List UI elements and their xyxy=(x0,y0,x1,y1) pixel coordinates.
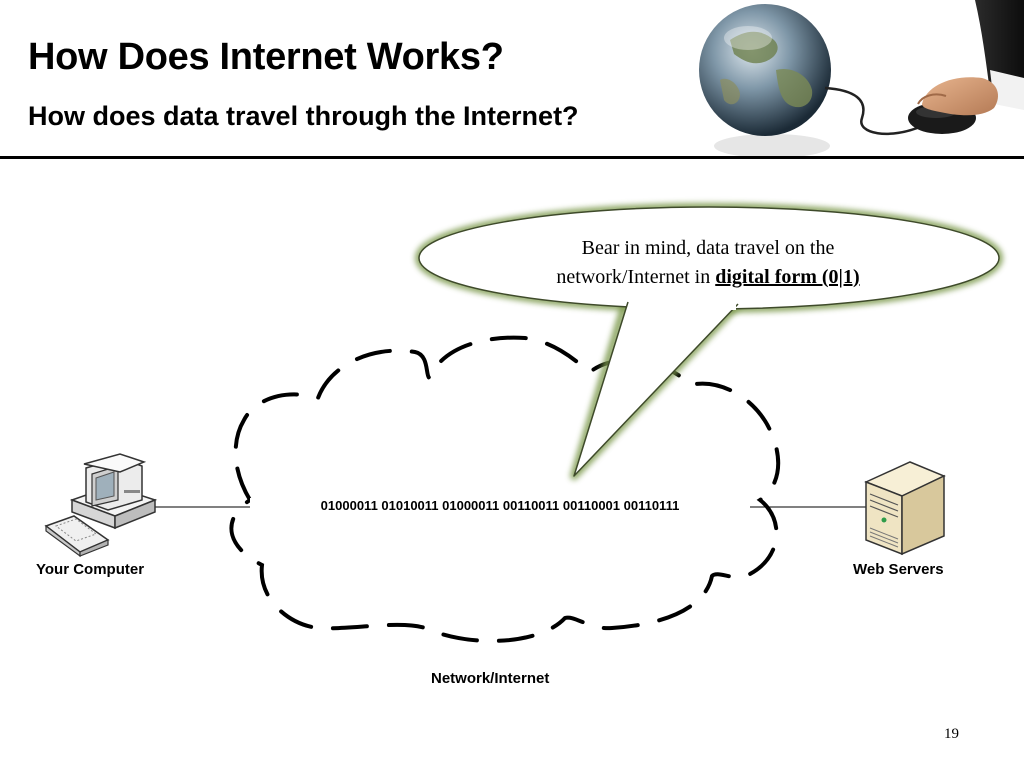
server-icon xyxy=(864,461,946,556)
callout-line-2: network/Internet in digital form (0|1) xyxy=(470,263,946,292)
callout-line-1: Bear in mind, data travel on the xyxy=(581,237,835,259)
callout-line-2-prefix: network/Internet in xyxy=(556,266,716,288)
web-servers-label: Web Servers xyxy=(853,561,944,578)
hand-mouse-icon xyxy=(908,0,1024,134)
your-computer-label: Your Computer xyxy=(36,561,145,578)
slide-title: How Does Internet Works? xyxy=(28,36,504,78)
header-divider xyxy=(0,156,1024,159)
slide-subtitle: How does data travel through the Interne… xyxy=(28,101,579,131)
page-number: 19 xyxy=(944,726,959,742)
binary-stream: 01000011 01010011 01000011 00110011 0011… xyxy=(250,498,750,513)
callout-emphasis: digital form (0|1) xyxy=(715,266,860,288)
callout-text: Bear in mind, data travel on the network… xyxy=(470,234,946,292)
globe-icon xyxy=(699,4,831,136)
keyboard-icon xyxy=(44,515,110,558)
internet-cloud xyxy=(229,335,781,643)
network-internet-label: Network/Internet xyxy=(431,670,550,687)
desktop-computer-icon xyxy=(69,453,158,530)
header-image xyxy=(699,0,1024,158)
speech-bubble xyxy=(415,203,1003,480)
